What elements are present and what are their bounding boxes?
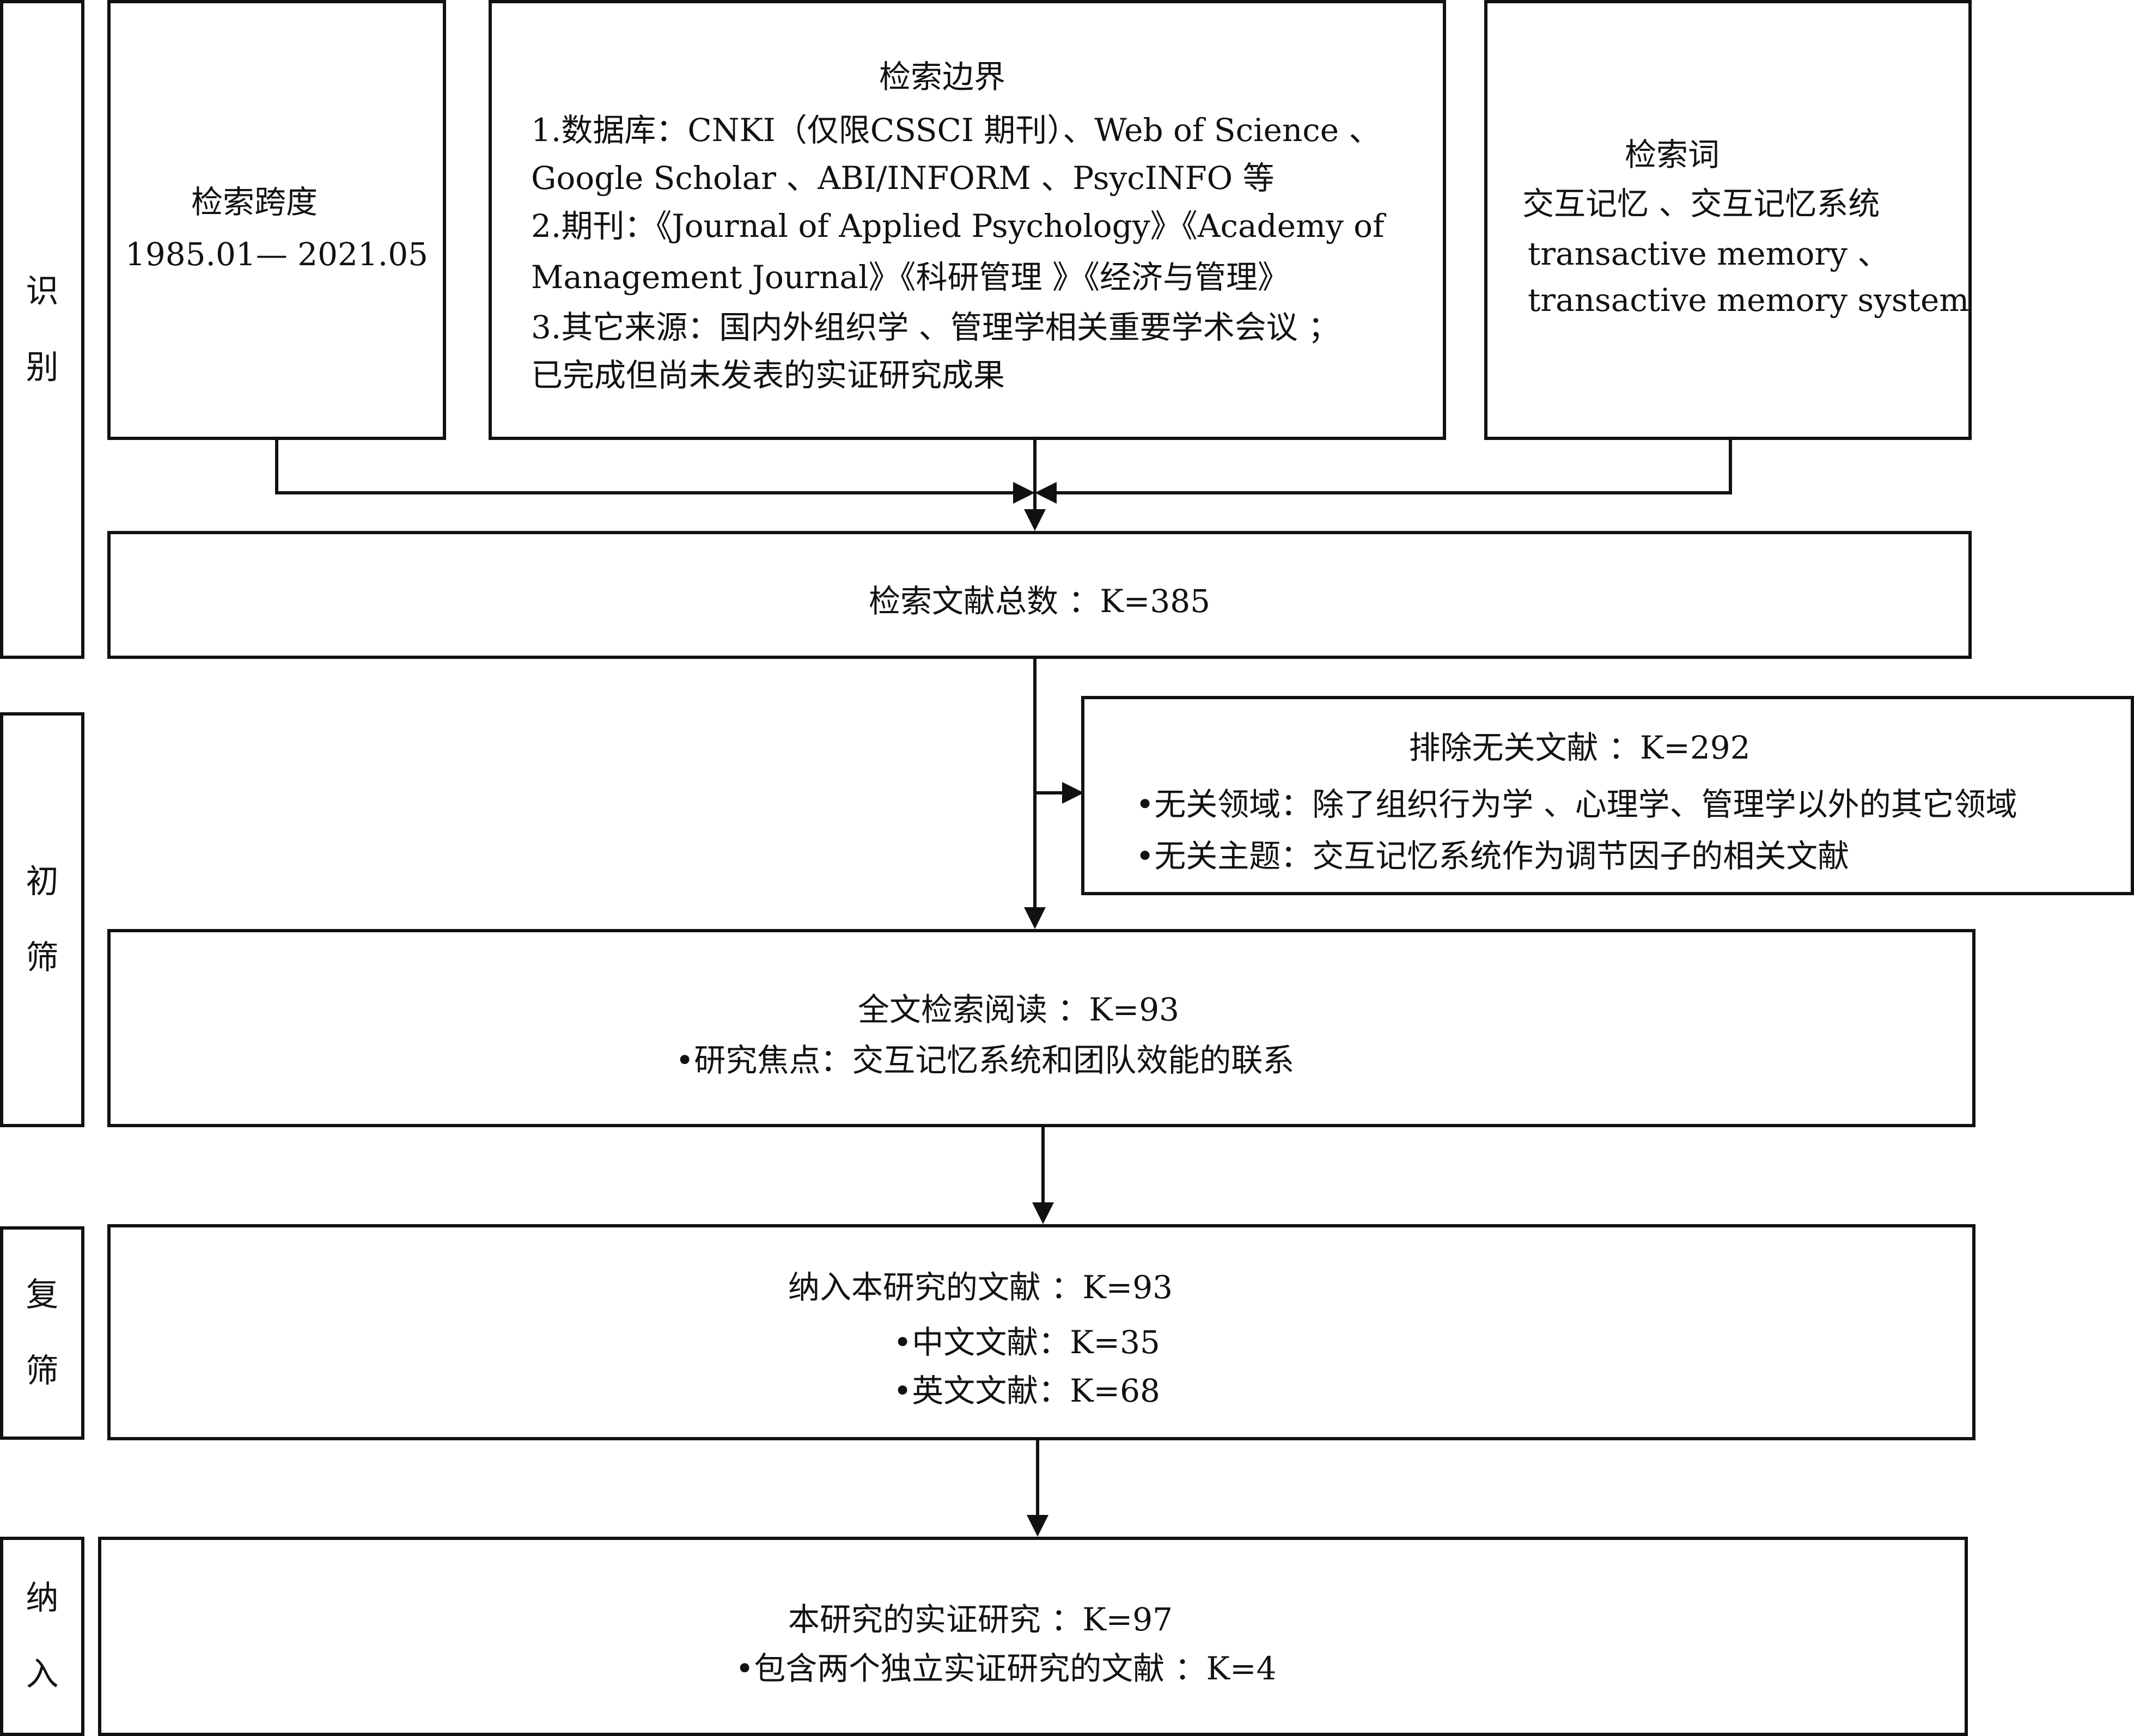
stage-re-screening: 复 筛 <box>0 1226 84 1440</box>
search-span-title: 检索跨度 <box>191 184 318 221</box>
stage-char: 筛 <box>26 939 59 977</box>
fulltext-review-box <box>107 929 1976 1127</box>
final-studies-title: 本研究的实证研究 ：K=97 <box>788 1601 1173 1638</box>
keyword-line: 交互记忆 、交互记忆系统 <box>1522 185 1880 222</box>
arrowhead-right-exclude <box>1062 782 1084 804</box>
excluded-records-title: 排除无关文献 ：K=292 <box>1409 729 1751 766</box>
search-span-range: 1985.01— 2021.05 <box>125 236 429 273</box>
boundary-line: 1.数据库：CNKI（仅限CSSCI 期刊）、Web of Science 、 <box>531 112 1381 149</box>
boundary-line: Management Journal》《科研管理 》《经济与管理》 <box>531 259 1289 296</box>
stage-char: 复 <box>26 1276 59 1314</box>
boundary-line: 3.其它来源：国内外组织学 、管理学相关重要学术会议 ； <box>531 309 1340 346</box>
total-retrieved-box <box>107 531 1972 659</box>
search-boundary-title: 检索边界 <box>879 58 1005 95</box>
arrowhead-down-final <box>1027 1515 1048 1537</box>
boundary-line: 已完成但尚未发表的实证研究成果 <box>531 357 1005 394</box>
excluded-bullet: •无关主题：交互记忆系统作为调节因子的相关文献 <box>1136 838 1850 875</box>
arrowhead-left-into-merge <box>1035 482 1057 504</box>
connector-keyword-to-merge <box>1046 437 1732 494</box>
included-bullet: •英文文献：K=68 <box>893 1372 1160 1409</box>
search-boundary-box <box>489 0 1446 440</box>
stage-inclusion: 纳 入 <box>0 1537 84 1736</box>
arrowhead-down-total <box>1024 509 1046 531</box>
included-literature-title: 纳入本研究的文献 ：K=93 <box>788 1269 1173 1306</box>
total-retrieved-text: 检索文献总数 ：K=385 <box>868 583 1211 620</box>
stage-initial-screening: 初 筛 <box>0 712 84 1127</box>
arrowhead-right-into-merge <box>1013 482 1035 504</box>
included-bullet: •中文文献：K=35 <box>893 1324 1160 1361</box>
arrowhead-down-fulltext <box>1024 907 1046 929</box>
included-literature-box <box>107 1224 1976 1440</box>
excluded-records-box <box>1081 696 2134 895</box>
fulltext-bullet: •研究焦点：交互记忆系统和团队效能的联系 <box>675 1042 1295 1079</box>
search-span-box <box>107 0 446 440</box>
search-keywords-box <box>1484 0 1972 440</box>
fulltext-review-title: 全文检索阅读 ：K=93 <box>857 991 1180 1028</box>
boundary-line: 2.期刊：《Journal of Applied Psychology》《Aca… <box>531 207 1385 244</box>
stage-char: 筛 <box>26 1352 59 1390</box>
final-bullet: •包含两个独立实证研究的文献 ：K=4 <box>735 1650 1277 1687</box>
stage-char: 别 <box>26 349 59 387</box>
stage-char: 初 <box>26 863 59 901</box>
arrowhead-down-included <box>1032 1202 1054 1224</box>
final-studies-box <box>98 1537 1968 1736</box>
stage-identification: 识 别 <box>0 0 84 659</box>
keyword-line: transactive memory system <box>1528 282 1970 319</box>
connector-span-to-merge <box>275 437 1024 494</box>
stage-char: 识 <box>26 272 59 310</box>
excluded-bullet: •无关领域：除了组织行为学 、心理学、管理学以外的其它领域 <box>1136 786 2017 823</box>
boundary-line: Google Scholar 、ABI/INFORM 、PsycINFO 等 <box>531 160 1275 197</box>
stage-char: 纳 <box>26 1579 59 1617</box>
search-keywords-title: 检索词 <box>1624 136 1720 173</box>
stage-char: 入 <box>26 1655 59 1694</box>
keyword-line: transactive memory 、 <box>1528 235 1889 272</box>
